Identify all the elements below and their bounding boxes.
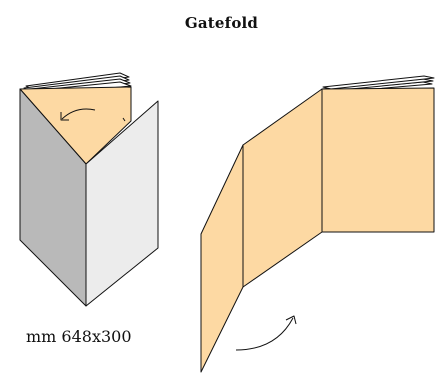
- figure-title: Gatefold: [184, 14, 259, 32]
- dimensions-label: mm 648x300: [26, 327, 132, 346]
- open-right-panel: [321, 87, 435, 233]
- closed-fold-arrow-icon: [61, 108, 96, 120]
- closed-back-panel: [85, 100, 159, 307]
- closed-brochure: [19, 72, 159, 307]
- open-swing-arrow-icon: [235, 317, 294, 351]
- open-left-panel: [200, 144, 244, 373]
- open-gatefold: [200, 75, 435, 373]
- open-middle-panel: [242, 88, 323, 288]
